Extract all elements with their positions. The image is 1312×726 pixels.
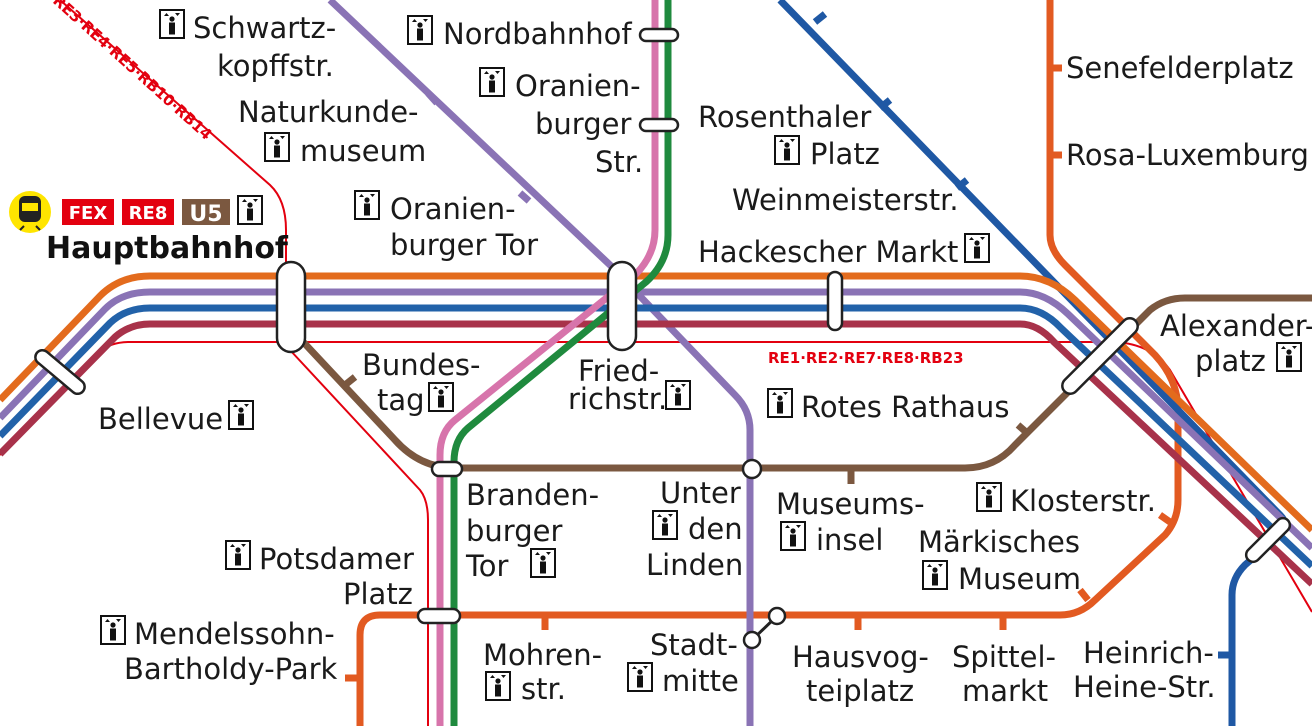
elevator-icon [964,233,990,263]
elevator-icon [159,9,185,39]
elevator-icon [780,521,806,551]
interchange-friedrichstr [606,260,638,352]
s-purple-north [327,0,754,726]
elevator-icon [428,382,454,412]
u2-line [356,0,1182,726]
elevator-icon [1276,342,1302,372]
interchange-potsdamer-platz [416,607,462,625]
s-north-south [436,0,672,726]
station-hausvogteiplatz[interactable]: Hausvog- teiplatz [792,640,938,708]
station-bellevue[interactable]: Bellevue [98,402,223,436]
station-label-hauptbahnhof: Hauptbahnhof [46,231,289,266]
purple-ticks [425,90,532,204]
elevator-icon [264,132,290,162]
station-mohrenstr[interactable]: Mohren- str. [483,638,611,706]
interchange-hackescher-markt [826,270,844,332]
station-senefelderplatz[interactable]: Senefelderplatz [1066,51,1294,85]
u5-line [289,294,1312,472]
station-naturkundemuseum[interactable]: Naturkunde- museum [238,95,428,168]
station-schwartzkopffstr[interactable]: Schwartz- kopffstr. [193,11,345,83]
interchange-alexanderplatz [1061,317,1139,395]
interchange-unter-den-linden [741,458,763,480]
station-hackescher-markt[interactable]: Hackescher Markt [698,235,958,269]
elevator-icon [922,560,948,590]
station-mendelssohn[interactable]: Mendelssohn- Bartholdy-Park [124,617,344,686]
elevator-icon [530,548,556,578]
station-rotes-rathaus[interactable]: Rotes Rathaus [801,390,1009,424]
regional-label-east: RE1·RE2·RE7·RE8·RB23 [768,349,964,367]
station-potsdamer-platz[interactable]: Potsdamer Platz [259,542,423,611]
interchange-oranienburger-str [638,117,680,133]
elevator-icon [627,662,653,692]
interchange-brandenburger-tor [430,460,464,478]
elevator-icon [665,380,691,410]
u5-ticks [342,374,1029,484]
station-rosa-luxemburg[interactable]: Rosa-Luxemburg [1066,138,1309,172]
interchange-bellevue [34,348,86,396]
station-nordbahnhof[interactable]: Nordbahnhof [443,17,632,51]
elevator-icon [767,388,793,418]
elevator-icon [774,135,800,165]
elevator-icon [228,400,254,430]
stadtbahn-bundle [0,272,1312,587]
station-maerkisches-museum[interactable]: Märkisches Museum [918,525,1089,596]
elevator-icon [976,482,1002,512]
hub-hauptbahnhof[interactable]: FEX RE8 U5 Hauptbahnhof [9,191,289,266]
interchange-markers [34,27,1292,650]
svg-text:FEX: FEX [69,203,108,224]
interchange-stadtmitte-b [767,606,787,626]
u5-badge [182,199,230,225]
interchange-stadtmitte-a [742,630,762,650]
station-rosenthaler-platz[interactable]: Rosenthaler Platz [698,100,880,171]
elevator-icon [225,540,251,570]
elevator-icon [485,671,511,701]
station-labels: Schwartz- kopffstr. Nordbahnhof Oranien-… [98,11,1312,708]
re8-badge [122,199,174,225]
station-unter-den-linden[interactable]: Unter den Linden [646,476,752,582]
svg-text:RE8: RE8 [129,203,168,224]
interchange-hauptbahnhof [275,260,307,354]
elevator-icon [479,67,505,97]
svg-text:U5: U5 [189,202,222,227]
station-museumsinsel[interactable]: Museums- insel [776,487,934,557]
station-alexanderplatz[interactable]: Alexander- platz [1160,309,1312,378]
station-stadtmitte[interactable]: Stadt- mitte [650,628,747,698]
station-oranienburger-tor[interactable]: Oranien- burger Tor [390,192,538,262]
station-bundestag[interactable]: Bundes- tag [362,348,490,417]
u8-ticks [812,11,1232,659]
station-brandenburger-tor[interactable]: Branden- burger Tor [465,478,608,583]
elevator-icons [100,9,1302,701]
fex-badge [62,199,114,225]
station-spittelmarkt[interactable]: Spittel- markt [952,640,1065,708]
interchange-jannowitz [1244,516,1292,564]
elevator-icon [354,190,380,220]
station-friedrichstr[interactable]: Fried- richstr. [568,354,668,416]
elevator-icon [407,15,433,45]
station-oranienburger-str[interactable]: Oranien- burger Str. [515,69,650,179]
elevator-icon [652,510,678,540]
station-klosterstr[interactable]: Klosterstr. [1010,484,1156,518]
u2-ticks [345,64,1173,682]
elevator-icon [237,195,263,225]
station-heinrich-heine[interactable]: Heinrich- Heine-Str. [1073,636,1223,704]
elevator-icon [100,615,126,645]
interchange-nordbahnhof [638,27,680,43]
regional-label-north: RE3·RE4·RE5·RB10·RB14 [49,0,215,144]
station-weinmeisterstr[interactable]: Weinmeisterstr. [732,183,959,217]
